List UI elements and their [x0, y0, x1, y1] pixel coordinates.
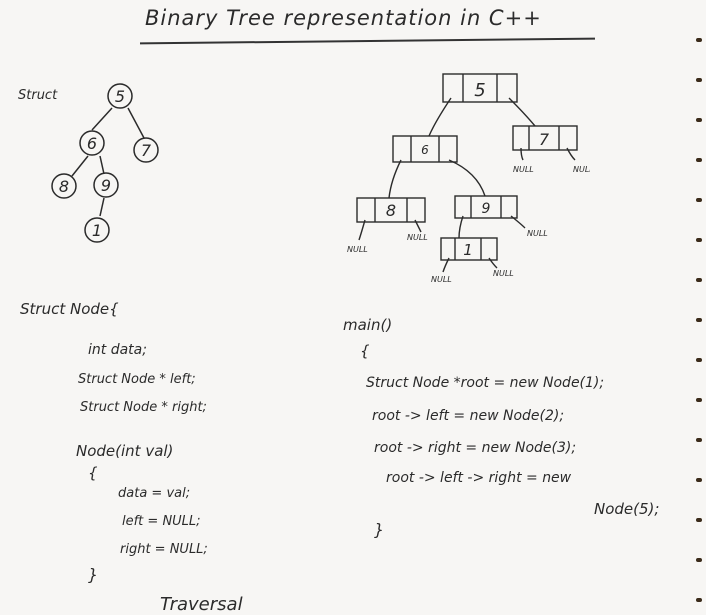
- node-9-label: 9: [101, 176, 111, 195]
- struct-line-3: Struct Node * left;: [78, 372, 196, 387]
- null-label: NULL: [573, 165, 590, 174]
- main-line-4: root -> left = new Node(2);: [372, 408, 565, 424]
- tree-node-1: [84, 217, 110, 243]
- node-5-label: 5: [115, 87, 125, 106]
- box-node-8-label: 8: [386, 201, 396, 220]
- spiral-binding: [692, 0, 706, 613]
- tree-node-5: [107, 83, 133, 109]
- main-line-7: Node(5);: [594, 500, 660, 518]
- main-line-2: {: [360, 342, 370, 360]
- struct-line-1: Struct Node{: [20, 300, 119, 318]
- struct-line-9: right = NULL;: [120, 542, 208, 557]
- title-underline: [140, 37, 595, 45]
- struct-line-8: left = NULL;: [122, 514, 201, 529]
- struct-line-7: data = val;: [118, 486, 191, 501]
- page-title: Binary Tree representation in C++: [145, 6, 542, 30]
- box-node-1-label: 1: [463, 241, 473, 259]
- null-label: NULL: [347, 245, 368, 254]
- node-6-label: 6: [87, 134, 97, 153]
- null-label: NULL: [527, 229, 548, 238]
- main-line-6: root -> left -> right = new: [386, 470, 572, 486]
- main-line-1: main(): [343, 316, 393, 334]
- null-label: NULL: [513, 165, 534, 174]
- node-1-label: 1: [92, 221, 102, 240]
- tree-node-6: [79, 130, 105, 156]
- struct-line-6: {: [88, 464, 98, 482]
- box-node-9-label: 9: [482, 201, 491, 217]
- box-node-7-label: 7: [539, 130, 550, 149]
- main-line-5: root -> right = new Node(3);: [374, 440, 577, 456]
- footer-heading: Traversal: [160, 594, 243, 615]
- circle-tree-diagram: 5 6 7 8 9 1: [51, 83, 159, 243]
- tree-node-7: [133, 137, 159, 163]
- node-7-label: 7: [141, 141, 152, 160]
- main-line-3: Struct Node *root = new Node(1);: [366, 375, 605, 391]
- struct-line-5: Node(int val): [76, 442, 174, 460]
- struct-label: Struct: [18, 88, 58, 103]
- box-node-5-label: 5: [474, 80, 485, 101]
- null-label: NULL: [431, 275, 452, 284]
- main-line-8: }: [374, 520, 385, 539]
- null-label: NULL: [407, 233, 428, 242]
- struct-line-2: int data;: [88, 342, 147, 358]
- linked-node-diagram: 5 6 7 8 9 1 NULL NULL NULL NULL NULL NUL…: [347, 73, 590, 284]
- null-label: NULL: [493, 269, 514, 278]
- box-node-6-label: 6: [421, 143, 429, 157]
- struct-line-10: }: [88, 565, 99, 584]
- tree-node-8: [51, 173, 77, 199]
- tree-node-9: [93, 172, 119, 198]
- node-8-label: 8: [59, 177, 69, 196]
- struct-line-4: Struct Node * right;: [80, 400, 207, 415]
